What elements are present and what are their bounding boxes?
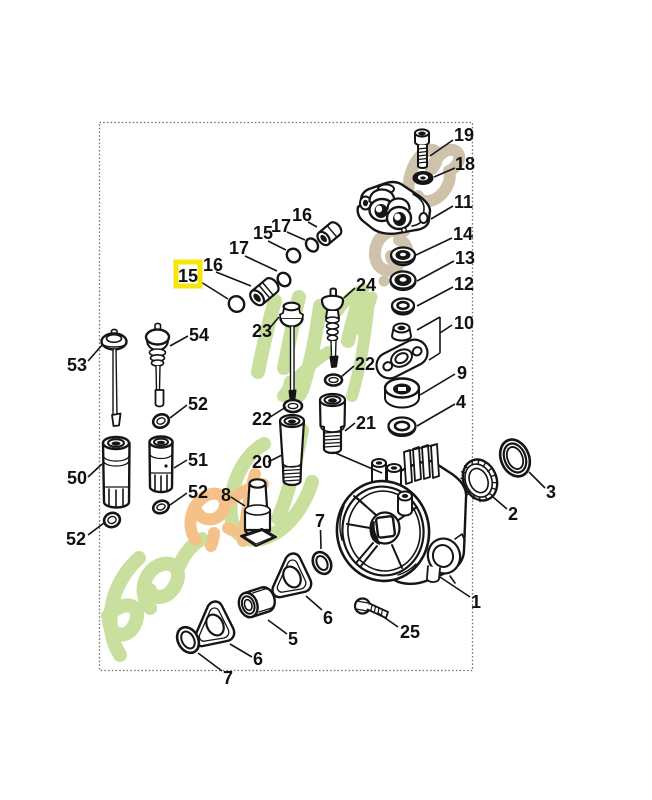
svg-text:20: 20 — [252, 452, 272, 472]
svg-text:51: 51 — [188, 450, 208, 470]
svg-text:13: 13 — [455, 248, 475, 268]
svg-text:8: 8 — [221, 485, 231, 505]
svg-text:25: 25 — [400, 622, 420, 642]
svg-text:17: 17 — [229, 238, 249, 258]
svg-text:50: 50 — [67, 468, 87, 488]
svg-text:15: 15 — [178, 266, 198, 286]
svg-text:6: 6 — [253, 649, 263, 669]
svg-text:24: 24 — [356, 275, 376, 295]
svg-text:11: 11 — [454, 192, 473, 212]
svg-text:54: 54 — [189, 325, 209, 345]
svg-text:22: 22 — [355, 354, 375, 374]
svg-text:22: 22 — [252, 409, 272, 429]
svg-text:7: 7 — [223, 668, 233, 688]
svg-text:52: 52 — [66, 529, 86, 549]
svg-text:4: 4 — [456, 392, 466, 412]
svg-text:6: 6 — [323, 608, 333, 628]
svg-text:16: 16 — [203, 255, 223, 275]
svg-text:7: 7 — [315, 511, 325, 531]
svg-text:53: 53 — [67, 355, 87, 375]
svg-text:52: 52 — [188, 482, 208, 502]
svg-text:15: 15 — [253, 223, 273, 243]
svg-text:2: 2 — [508, 504, 518, 524]
svg-text:14: 14 — [453, 224, 473, 244]
svg-text:5: 5 — [288, 629, 298, 649]
svg-text:1: 1 — [471, 592, 481, 612]
svg-text:12: 12 — [454, 274, 474, 294]
svg-text:18: 18 — [455, 154, 475, 174]
svg-text:3: 3 — [546, 482, 556, 502]
svg-text:21: 21 — [356, 413, 376, 433]
svg-text:9: 9 — [457, 363, 467, 383]
svg-text:16: 16 — [292, 205, 312, 225]
svg-text:10: 10 — [454, 313, 474, 333]
svg-text:17: 17 — [271, 216, 291, 236]
svg-text:52: 52 — [188, 394, 208, 414]
svg-text:19: 19 — [454, 125, 474, 145]
svg-text:23: 23 — [252, 321, 272, 341]
